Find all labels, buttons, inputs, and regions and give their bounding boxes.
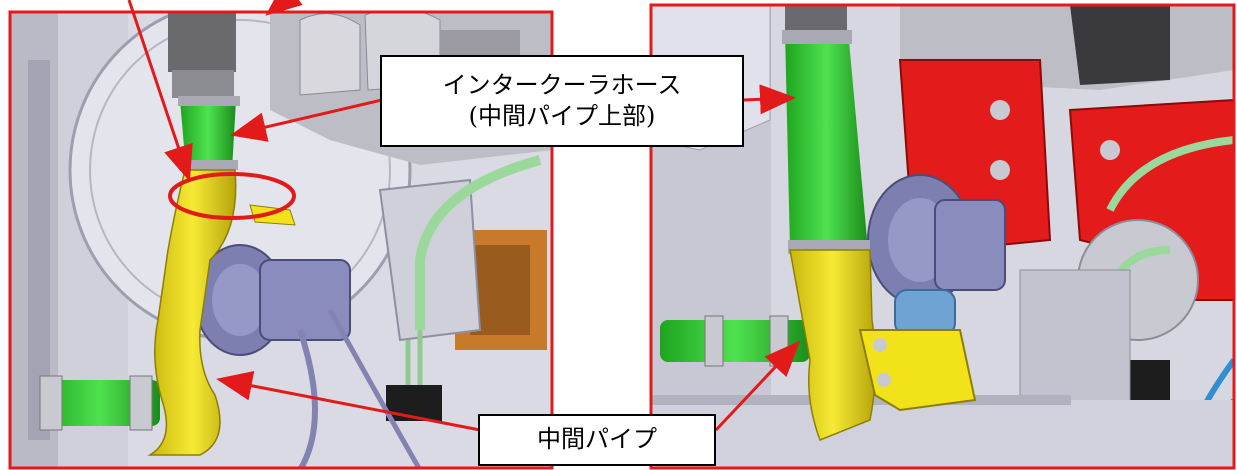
leader-arrows xyxy=(127,0,801,432)
middle-pipe-label: 中間パイプ xyxy=(478,414,716,466)
intercooler-hose-subtitle: (中間パイプ上部) xyxy=(468,102,656,130)
arrow-icon xyxy=(230,98,383,142)
arrow-icon xyxy=(265,0,303,16)
arrow-icon xyxy=(216,370,481,432)
arrow-icon xyxy=(127,0,193,182)
intercooler-hose-title: インタークーラホース xyxy=(442,70,682,99)
middle-pipe-title: 中間パイプ xyxy=(537,425,657,454)
highlight-ring-icon xyxy=(168,172,296,220)
intercooler-hose-label: インタークーラホース (中間パイプ上部) xyxy=(380,55,744,147)
right-photo-panel xyxy=(651,5,1234,468)
arrow-icon xyxy=(743,84,796,115)
right-panel-frame xyxy=(649,3,1236,470)
arrow-icon xyxy=(714,340,801,432)
